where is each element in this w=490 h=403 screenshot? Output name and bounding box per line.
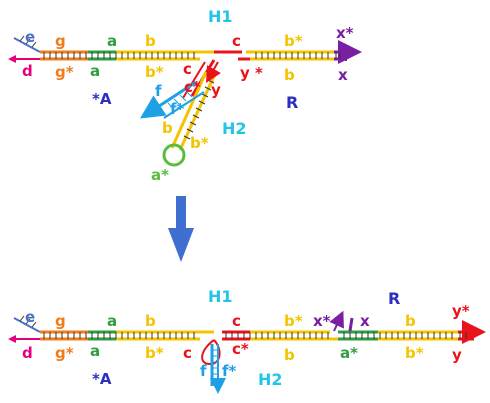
- top-label-g: g: [55, 32, 66, 50]
- top-label-x: x: [338, 66, 348, 84]
- top-arrow-d: [8, 55, 16, 63]
- bot-label-e: e: [25, 308, 35, 326]
- bot-label-g-star: g*: [55, 344, 74, 362]
- top-label-A: *A: [92, 90, 112, 108]
- top-label-b-star: b*: [145, 63, 164, 81]
- bot-label-c-star: c*: [232, 340, 249, 358]
- bot-label-b-right: b: [284, 346, 295, 364]
- top-label-b-right: b: [284, 66, 295, 84]
- bot-title-H1: H1: [208, 287, 233, 306]
- bot-label-A: *A: [92, 370, 112, 388]
- top-strand-e: [13, 37, 41, 53]
- bot-label-y: y: [452, 346, 462, 364]
- top-label-y-star: y *: [240, 64, 263, 82]
- top-label-c: c: [232, 32, 241, 50]
- bot-x-strand: [348, 317, 354, 332]
- bot-label-R: R: [388, 289, 400, 308]
- bot-label-a: a: [107, 312, 117, 330]
- top-label-R: R: [286, 93, 298, 112]
- h2-strand-f-star: [163, 91, 205, 119]
- h2-y-red: [206, 61, 221, 83]
- top-label-b-star-h2: b*: [190, 134, 209, 152]
- top-title-H1: H1: [208, 7, 233, 26]
- transition-arrow: [168, 196, 194, 262]
- bottom-panel: H1 e d g g* a a *A b b* c c* c f f* H2 b…: [8, 287, 486, 394]
- top-label-d: d: [22, 62, 33, 80]
- bot-label-g: g: [55, 312, 66, 330]
- top-label-b: b: [145, 32, 156, 50]
- h2-strand-f: [139, 80, 197, 119]
- bot-arrow-d: [8, 335, 16, 343]
- bot-label-y-star: y*: [452, 302, 470, 320]
- bot-label-c: c: [232, 312, 241, 330]
- top-label-c-star: c*: [184, 78, 201, 96]
- bot-label-a2: a: [90, 342, 100, 360]
- top-label-a: a: [107, 32, 117, 50]
- bot-label-f-star: f*: [222, 362, 237, 380]
- bot-rungs: [19, 315, 467, 339]
- f-rungs: [167, 90, 193, 110]
- top-label-g-star: g*: [55, 63, 74, 81]
- bot-strand-e: [13, 317, 41, 333]
- top-label-b-h2: b: [162, 119, 173, 137]
- bot-label-d: d: [22, 344, 33, 362]
- top-label-c2: c: [183, 60, 192, 78]
- top-label-H2: H2: [222, 119, 247, 138]
- bot-label-x-star: x*: [313, 312, 331, 330]
- bot-label-c-loop: c: [183, 344, 192, 362]
- bot-x-star-strand: [329, 310, 344, 332]
- bot-label-x: x: [360, 312, 370, 330]
- loop-a-star: [162, 143, 186, 167]
- bot-label-a-star: a*: [340, 344, 358, 362]
- h2-strand-b: [170, 71, 208, 149]
- top-label-a-star-loop: a*: [151, 166, 169, 184]
- bot-f-rungs: [212, 349, 218, 381]
- bot-label-b: b: [145, 312, 156, 330]
- top-label-f: f: [155, 82, 162, 100]
- bot-label-b3: b: [405, 312, 416, 330]
- bot-label-b-star3: b*: [405, 344, 424, 362]
- top-rungs: [19, 35, 341, 59]
- top-label-a2: a: [90, 62, 100, 80]
- bot-label-H2: H2: [258, 370, 283, 389]
- bot-label-b-star-right: b*: [284, 312, 303, 330]
- bot-label-b-star: b*: [145, 344, 164, 362]
- bot-label-f: f: [200, 362, 207, 380]
- top-panel: H1 e d g g* a a *A b b* c c c* y y * b* …: [8, 7, 362, 184]
- top-label-x-star: x*: [336, 24, 354, 42]
- top-label-b-star-right: b*: [284, 32, 303, 50]
- top-label-e: e: [25, 28, 35, 46]
- top-label-f-star: f*: [170, 100, 185, 118]
- top-label-y: y: [211, 81, 221, 99]
